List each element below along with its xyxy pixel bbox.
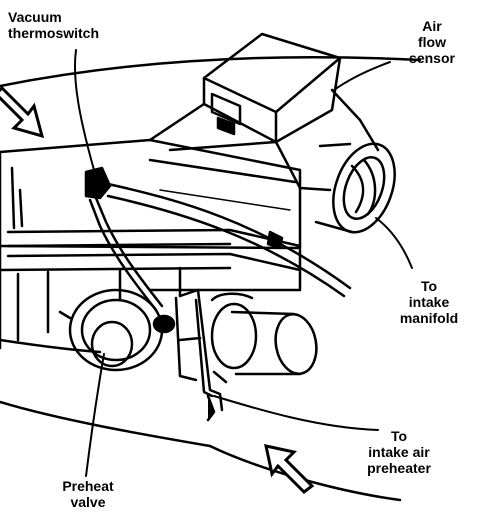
- label-vacuum-thermoswitch: Vacuum thermoswitch: [8, 9, 158, 41]
- label-to-intake-air-preheater: To intake air preheater: [344, 428, 454, 476]
- label-line: intake: [408, 294, 450, 310]
- intake-manifold-outlet: [314, 142, 396, 234]
- vacuum-thermoswitch: [84, 166, 164, 312]
- label-line: To: [420, 278, 438, 294]
- preheat-valve: [58, 288, 176, 372]
- vacuum-hose: [106, 182, 352, 298]
- label-line: manifold: [399, 310, 459, 326]
- label-line: flow: [418, 34, 446, 50]
- label-line: valve: [70, 494, 106, 510]
- label-line: To: [390, 428, 408, 444]
- label-line: Vacuum: [8, 9, 62, 25]
- label-air-flow-sensor: Air flow sensor: [392, 18, 472, 66]
- intake-air-preheater-outlet: [210, 292, 318, 384]
- airflow-direction-arrow-icon: [0, 85, 45, 139]
- label-line: thermoswitch: [8, 25, 100, 41]
- label-to-intake-manifold: To intake manifold: [384, 278, 474, 326]
- mounting-bracket: [174, 288, 224, 422]
- label-line: Preheat: [62, 478, 114, 494]
- label-line: sensor: [409, 50, 455, 66]
- leader-lines: [73, 49, 413, 477]
- airflow-direction-arrow-icon: [264, 444, 315, 494]
- air-flow-sensor-body: [148, 32, 380, 192]
- air-cleaner-housing: [0, 138, 302, 354]
- label-line: intake air: [368, 444, 430, 460]
- label-preheat-valve: Preheat valve: [38, 478, 138, 510]
- label-line: Air: [422, 18, 442, 34]
- label-line: preheater: [367, 460, 431, 476]
